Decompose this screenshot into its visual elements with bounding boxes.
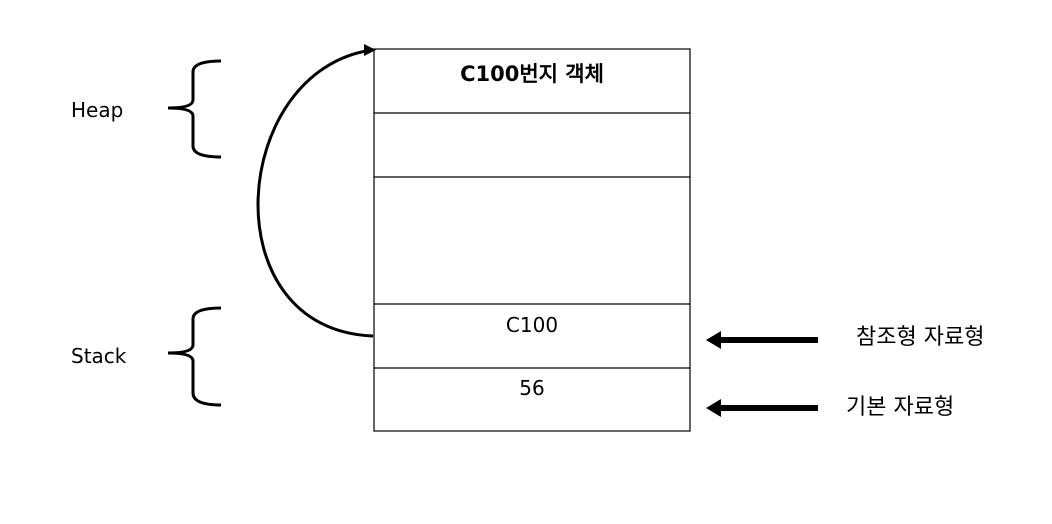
reference-value: C100 bbox=[505, 313, 559, 337]
heap-object-label: C100번지 객체 bbox=[460, 62, 604, 86]
reference-type-label: 참조형 자료형 bbox=[856, 325, 985, 350]
primitive-type-label: 기본 자료형 bbox=[846, 395, 955, 420]
memory-block bbox=[373, 48, 691, 432]
reference-type-arrowhead bbox=[706, 331, 721, 349]
stack-brace bbox=[167, 306, 222, 407]
reference-cell: C100 bbox=[374, 304, 690, 368]
stack-label: Stack bbox=[71, 344, 127, 368]
primitive-type-arrowhead bbox=[706, 399, 721, 417]
reference-arrow bbox=[256, 48, 374, 338]
primitive-cell: 56 bbox=[374, 368, 690, 431]
heap-object-cell: C100번지 객체 bbox=[374, 49, 690, 113]
reference-arrowhead bbox=[364, 44, 376, 56]
heap-brace bbox=[167, 59, 222, 159]
heap-label: Heap bbox=[71, 98, 124, 122]
primitive-value: 56 bbox=[519, 376, 545, 400]
